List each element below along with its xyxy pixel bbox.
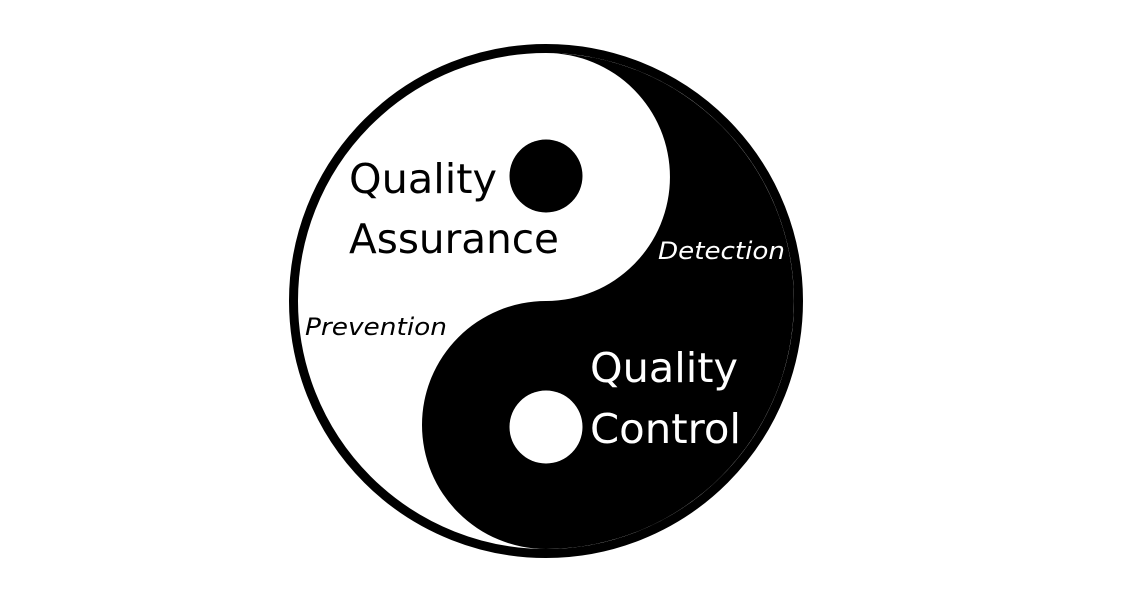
light-dot bbox=[509, 390, 583, 464]
prevention-caption: Prevention bbox=[305, 313, 447, 341]
outer-ring bbox=[289, 44, 803, 558]
quality-assurance-line2: Assurance bbox=[349, 215, 559, 263]
quality-control-line1: Quality bbox=[590, 344, 738, 392]
detection-caption: Detection bbox=[658, 237, 785, 265]
quality-assurance-line1: Quality bbox=[349, 155, 497, 203]
dark-dot bbox=[509, 139, 583, 213]
quality-control-line2: Control bbox=[590, 405, 741, 453]
